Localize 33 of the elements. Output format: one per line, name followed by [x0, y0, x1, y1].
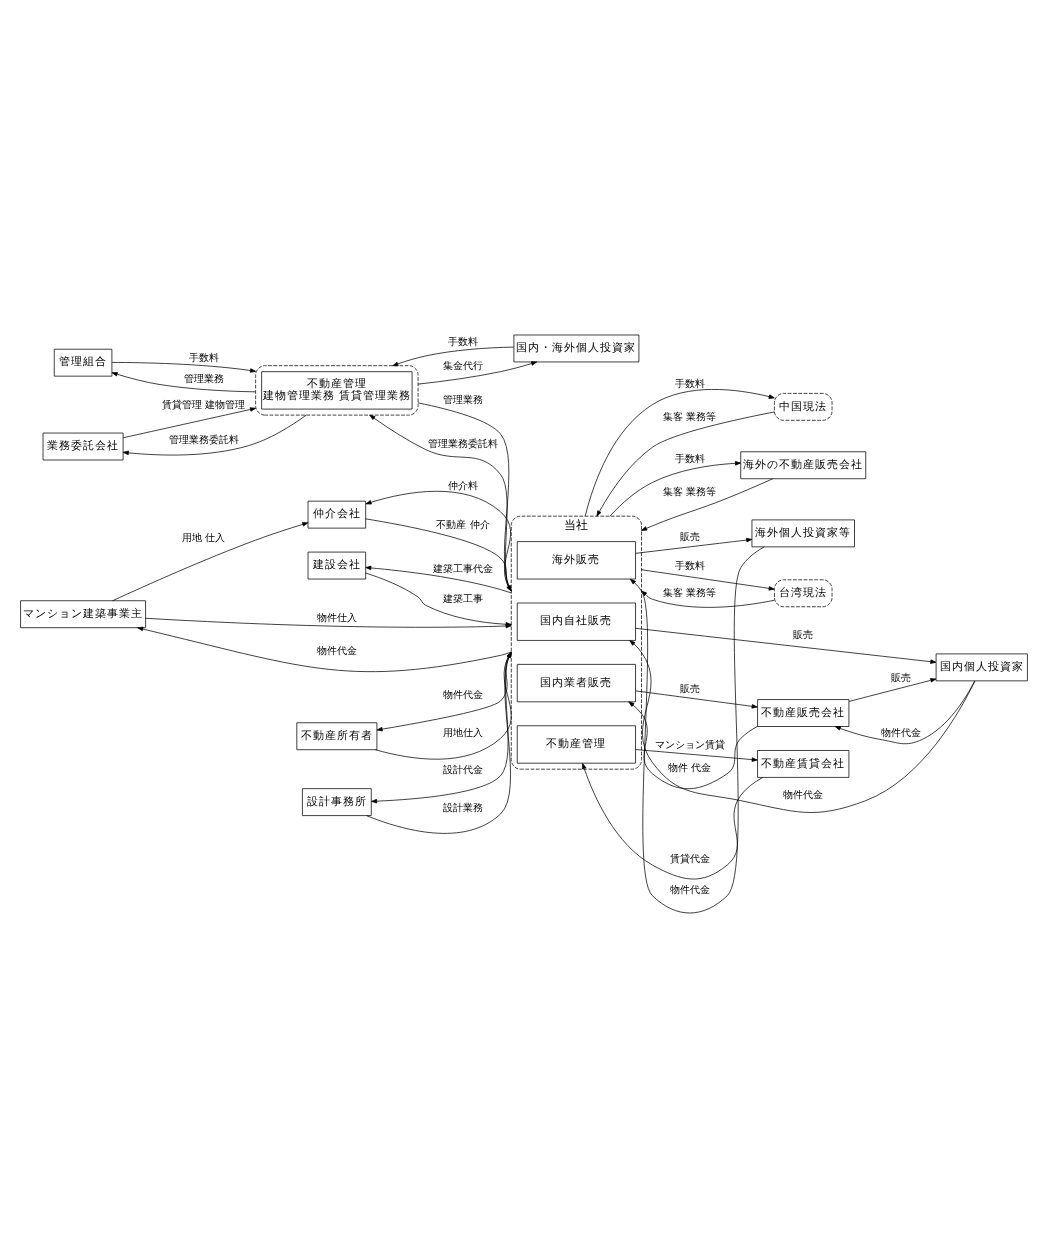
arrow: [641, 569, 775, 591]
arrow: [122, 407, 256, 439]
arrow: [635, 627, 937, 664]
arrow: [137, 626, 512, 672]
arrow: [112, 522, 309, 602]
arrow: [122, 414, 307, 456]
arrow: [596, 411, 775, 517]
arrow: [375, 652, 512, 760]
arrow: [392, 346, 515, 367]
arrow: [366, 652, 512, 834]
arrow: [641, 590, 775, 608]
arrow: [628, 701, 758, 790]
arrow: [111, 362, 256, 373]
arrow: [848, 678, 937, 702]
arrow: [635, 537, 753, 554]
arrow: [376, 652, 512, 732]
arrow: [584, 389, 775, 517]
arrow: [834, 680, 976, 745]
arrow: [635, 690, 758, 709]
arrow: [635, 749, 758, 762]
arrow: [417, 402, 512, 592]
arrow: [609, 461, 742, 517]
arrow: [629, 640, 976, 813]
arrow: [365, 490, 512, 592]
arrow: [417, 361, 538, 385]
arrow: [369, 414, 512, 592]
arrow: [111, 372, 256, 393]
arrow: [641, 478, 773, 531]
arrow: [371, 652, 512, 804]
arrow: [629, 546, 765, 914]
arrow: [582, 763, 763, 880]
arrow: [365, 565, 512, 594]
arrow: [365, 518, 512, 592]
